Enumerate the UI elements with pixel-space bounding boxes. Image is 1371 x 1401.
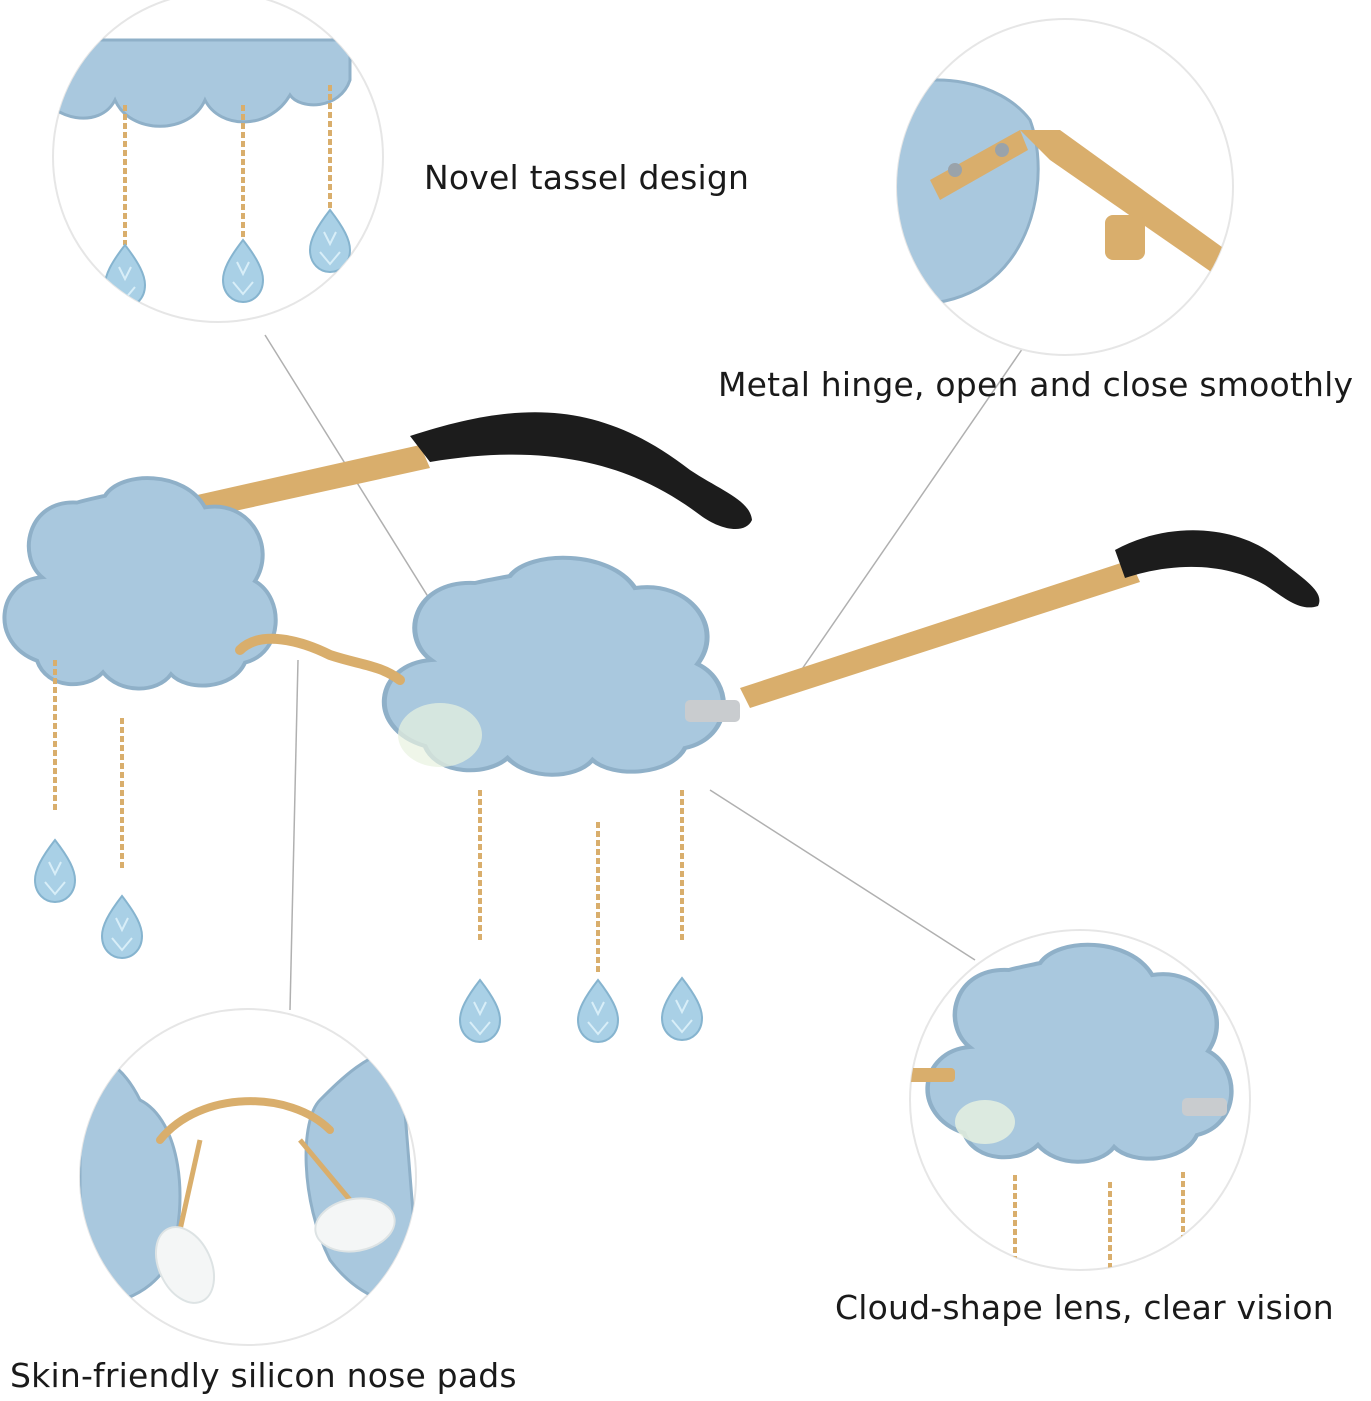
temple-tip-far — [410, 412, 752, 530]
cloud-glasses — [2, 412, 1320, 1043]
leader-lines — [264, 334, 1026, 1011]
nose-pad — [398, 703, 482, 767]
bridge — [235, 633, 405, 685]
detail-lens — [909, 929, 1251, 1271]
detail-hinge — [896, 18, 1234, 356]
callout-nose-pads: Skin-friendly silicon nose pads — [10, 1356, 517, 1395]
callout-hinge: Metal hinge, open and close smoothly — [718, 365, 1354, 404]
temple-near — [740, 560, 1140, 708]
temple-tip-near — [1115, 530, 1320, 608]
temple-far — [175, 445, 430, 522]
hinge-plate — [685, 700, 740, 722]
detail-tassel — [52, 0, 384, 323]
left-lens — [2, 476, 278, 691]
detail-nose-pads — [79, 1008, 417, 1346]
callout-tassel: Novel tassel design — [424, 158, 750, 197]
callout-lens: Cloud-shape lens, clear vision — [835, 1288, 1334, 1327]
